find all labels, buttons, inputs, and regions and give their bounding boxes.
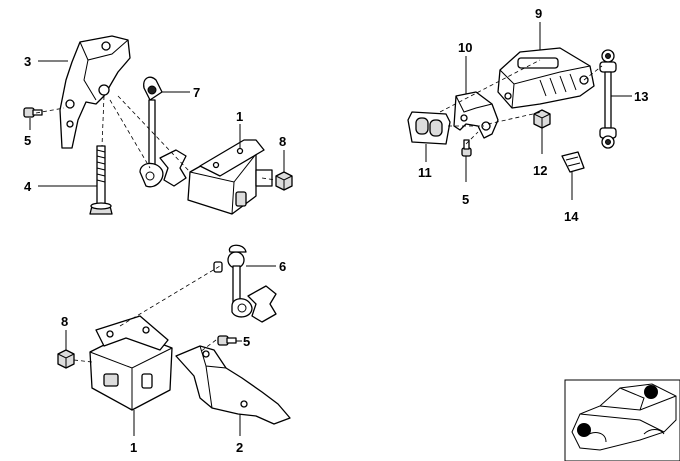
rubber-mount bbox=[407, 111, 451, 145]
callout-3: 3 bbox=[24, 54, 31, 69]
callout-4: 4 bbox=[24, 179, 32, 194]
callout-2: 2 bbox=[236, 440, 243, 455]
hex-bolt bbox=[89, 145, 113, 215]
sensor-bracket-xenon bbox=[453, 91, 499, 139]
hex-nut bbox=[275, 171, 293, 191]
callout-labels: 3 5 4 7 1 8 6 8 5 1 2 9 10 bbox=[24, 6, 648, 455]
rear-sensor-marker bbox=[644, 385, 658, 399]
hex-nut-rear bbox=[57, 349, 75, 369]
hex-nut-xenon bbox=[533, 109, 551, 129]
level-sensor-rear bbox=[89, 315, 173, 411]
retaining-clip bbox=[561, 151, 585, 173]
front-sensor-marker bbox=[577, 423, 591, 437]
callout-13: 13 bbox=[634, 89, 648, 104]
callout-5-c: 5 bbox=[462, 192, 469, 207]
level-sensor bbox=[187, 139, 273, 215]
callout-12: 12 bbox=[533, 163, 547, 178]
callout-1-a: 1 bbox=[236, 109, 243, 124]
vehicle-location-inset bbox=[564, 379, 680, 461]
connecting-rod-xenon bbox=[599, 49, 617, 149]
small-screw-xenon bbox=[461, 139, 472, 157]
small-screw-rear bbox=[217, 335, 237, 346]
callout-1-b: 1 bbox=[130, 440, 137, 455]
callout-9: 9 bbox=[535, 6, 542, 21]
connecting-rod bbox=[139, 76, 187, 188]
callout-11: 11 bbox=[418, 165, 432, 180]
connecting-rod-rear bbox=[213, 244, 277, 323]
group-rear-level-sensor bbox=[57, 244, 291, 425]
group-front-level-sensor bbox=[23, 35, 293, 215]
callout-5-b: 5 bbox=[243, 334, 250, 349]
callout-8-a: 8 bbox=[279, 134, 286, 149]
callout-5-a: 5 bbox=[24, 133, 31, 148]
callout-14: 14 bbox=[564, 209, 579, 224]
level-sensor-xenon bbox=[497, 47, 595, 109]
mounting-bracket bbox=[175, 345, 291, 425]
sensor-bracket bbox=[59, 35, 131, 149]
callout-6: 6 bbox=[279, 259, 286, 274]
callout-10: 10 bbox=[458, 40, 472, 55]
callout-8-b: 8 bbox=[61, 314, 68, 329]
group-xenon-level-sensor bbox=[407, 47, 617, 173]
callout-7: 7 bbox=[193, 85, 200, 100]
